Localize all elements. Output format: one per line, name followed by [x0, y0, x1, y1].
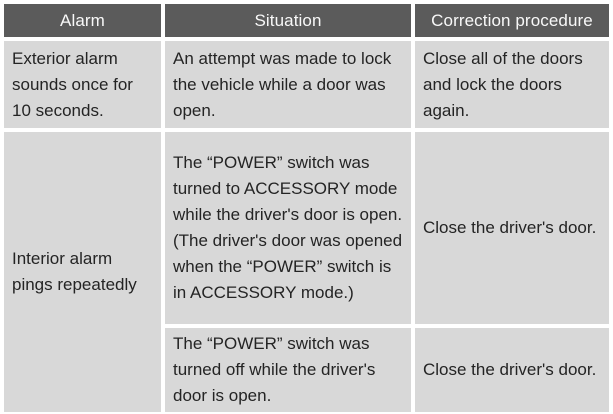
cell-correction-close-all-doors: Close all of the doors and lock the door… — [415, 41, 609, 128]
header-correction-procedure: Correction procedure — [415, 4, 609, 37]
cell-alarm-interior: Interior alarm pings repeatedly — [4, 132, 161, 412]
header-alarm: Alarm — [4, 4, 161, 37]
cell-alarm-exterior: Exterior alarm sounds once for 10 second… — [4, 41, 161, 128]
cell-correction-close-drivers-door-2: Close the driver's door. — [415, 328, 609, 412]
table-row-exterior-alarm: Exterior alarm sounds once for 10 second… — [4, 41, 609, 128]
cell-correction-close-drivers-door-1: Close the driver's door. — [415, 132, 609, 324]
cell-situation-lock-attempt: An attempt was made to lock the vehicle … — [165, 41, 411, 128]
cell-situation-power-off: The “POWER” switch was turned off while … — [165, 328, 411, 412]
table-row-interior-alarm-accessory: Interior alarm pings repeatedly The “POW… — [4, 132, 609, 412]
cell-situation-accessory-mode: The “POWER” switch was turned to ACCESSO… — [165, 132, 411, 324]
table-row-interior-alarm-power-off: The “POWER” switch was turned off while … — [4, 328, 609, 412]
table-header-row: Alarm Situation Correction procedure — [4, 4, 609, 37]
header-situation: Situation — [165, 4, 411, 37]
